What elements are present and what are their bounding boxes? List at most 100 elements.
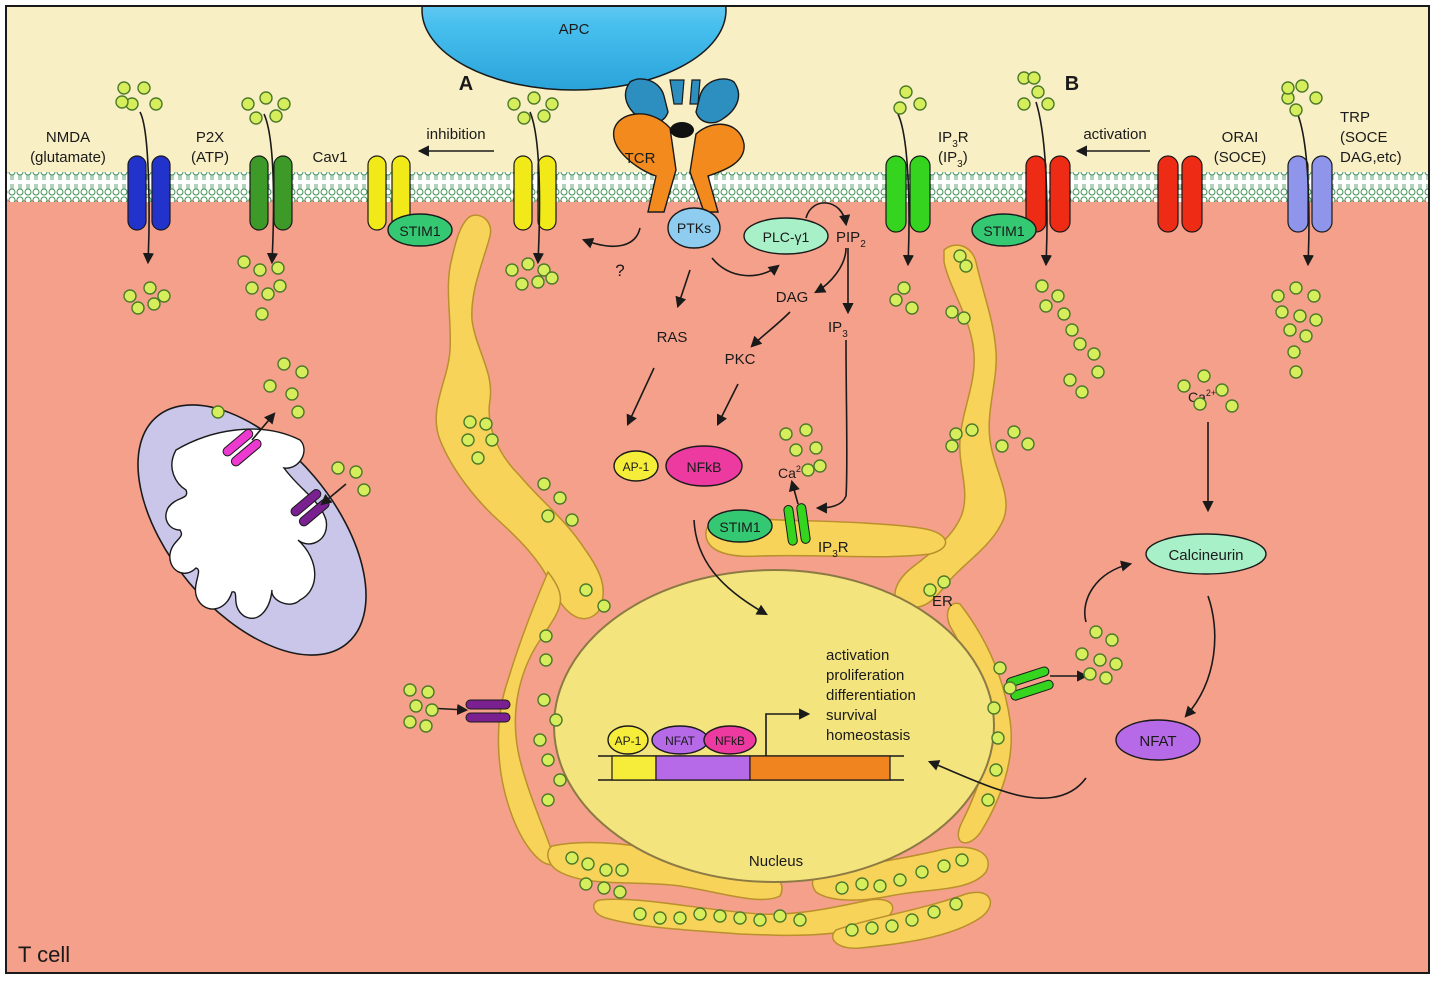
calcium-ion (1017, 97, 1031, 111)
dag-label: DAG (776, 289, 809, 306)
dna-strand (598, 708, 904, 781)
calcium-ion (927, 905, 941, 919)
calcium-ion (1295, 79, 1309, 93)
calcium-ion (893, 101, 907, 115)
calcium-influx-arrows (139, 101, 1315, 267)
calcium-ion (1271, 289, 1285, 303)
svg-text:PLC-γ1: PLC-γ1 (763, 229, 810, 245)
calcium-ion (965, 423, 979, 437)
calcium-ion (955, 853, 969, 867)
ip3r-membrane-label: IP3R (938, 129, 969, 150)
orai-label: ORAI (1222, 129, 1259, 146)
calcium-ion (295, 365, 309, 379)
calcium-ion (515, 277, 529, 291)
svg-text:STIM1: STIM1 (983, 223, 1024, 239)
outcome-item: differentiation (826, 687, 916, 704)
calcium-ion (615, 863, 629, 877)
calcium-ion (553, 491, 567, 505)
pip2-label: PIP2 (836, 229, 866, 250)
question-mark: ? (615, 261, 624, 280)
outcome-item: activation (826, 647, 889, 664)
cav1-channel (367, 155, 411, 231)
ptks-node: PTKs (667, 207, 721, 249)
calcium-ion (403, 715, 417, 729)
cav1-channel-inhibited (513, 155, 557, 231)
calcium-ion (461, 433, 475, 447)
outcome-item: homeostasis (826, 727, 910, 744)
nfat-bound: NFAT (651, 725, 709, 755)
calcium-ion (913, 97, 927, 111)
calcium-ion (541, 509, 555, 523)
calcium-ion (835, 881, 849, 895)
calcium-ion (1215, 383, 1229, 397)
calcium-ion (263, 379, 277, 393)
calcium-ion (485, 433, 499, 447)
calcium-ion (799, 423, 813, 437)
calcium-ion (149, 97, 163, 111)
calcium-ion (959, 259, 973, 273)
calcium-ion (945, 305, 959, 319)
calcium-ion (1003, 681, 1017, 695)
stim1-er: STIM1 (707, 509, 773, 543)
calcium-ion (779, 427, 793, 441)
calcium-ion (899, 85, 913, 99)
calcium-ion (1083, 667, 1097, 681)
calcium-ion (541, 753, 555, 767)
calcium-ion (507, 97, 521, 111)
trp-sub-label-2: DAG,etc) (1340, 149, 1402, 166)
calcium-ion (1091, 365, 1105, 379)
calcineurin-node: Calcineurin (1145, 533, 1267, 575)
calcium-ion (793, 913, 807, 927)
inhibition-label: inhibition (426, 126, 485, 143)
calcium-ion (633, 907, 647, 921)
calcium-ion (463, 415, 477, 429)
apc-label: APC (559, 21, 590, 38)
calcium-ion (789, 443, 803, 457)
calcium-ion (349, 465, 363, 479)
calcium-ion (613, 885, 627, 899)
calcium-ion (271, 261, 285, 275)
calcium-ion (865, 921, 879, 935)
er-label: ER (932, 593, 953, 610)
calcium-ion (599, 863, 613, 877)
calcium-ion (949, 897, 963, 911)
calcium-ion (753, 913, 767, 927)
calcium-ion (1007, 425, 1021, 439)
calcium-ion (1281, 81, 1295, 95)
calcium-ion (245, 281, 259, 295)
er-ip3r-channel (783, 503, 811, 546)
svg-text:AP-1: AP-1 (623, 460, 650, 474)
p2x-sub-label: (ATP) (191, 149, 229, 166)
calcium-ion (285, 387, 299, 401)
calcium-ion (1075, 647, 1089, 661)
nfat-node: NFAT (1115, 719, 1201, 761)
calcium-ion (597, 881, 611, 895)
ap1-node: AP-1 (613, 450, 659, 482)
ap1-bound: AP-1 (607, 725, 649, 755)
calcium-ion (1105, 633, 1119, 647)
tcr-complex: TCR (613, 78, 745, 213)
cellular-outcomes: activation proliferation differentiation… (826, 647, 916, 744)
calcium-ion (1057, 307, 1071, 321)
calcium-ion (773, 909, 787, 923)
nucleus-label: Nucleus (749, 853, 803, 870)
calcium-ion (269, 109, 283, 123)
svg-text:NFAT: NFAT (665, 734, 695, 748)
calcium-ion (579, 583, 593, 597)
ip3-label: IP3 (828, 319, 848, 340)
svg-text:AP-1: AP-1 (615, 734, 642, 748)
er-ip3r-label: IP3R (818, 539, 849, 560)
plc-node: PLC-γ1 (743, 217, 829, 255)
calcium-ion (1309, 91, 1323, 105)
calcium-ion (143, 281, 157, 295)
svg-text:NFkB: NFkB (715, 734, 745, 748)
calcium-ion (1099, 671, 1113, 685)
calcium-ion (211, 405, 225, 419)
calcium-ion (537, 109, 551, 123)
calcium-ion (873, 879, 887, 893)
calcium-ion (945, 439, 959, 453)
calcium-ion (1293, 309, 1307, 323)
calcium-ion (117, 81, 131, 95)
calcium-ion (157, 289, 171, 303)
calcium-ion (1089, 625, 1103, 639)
